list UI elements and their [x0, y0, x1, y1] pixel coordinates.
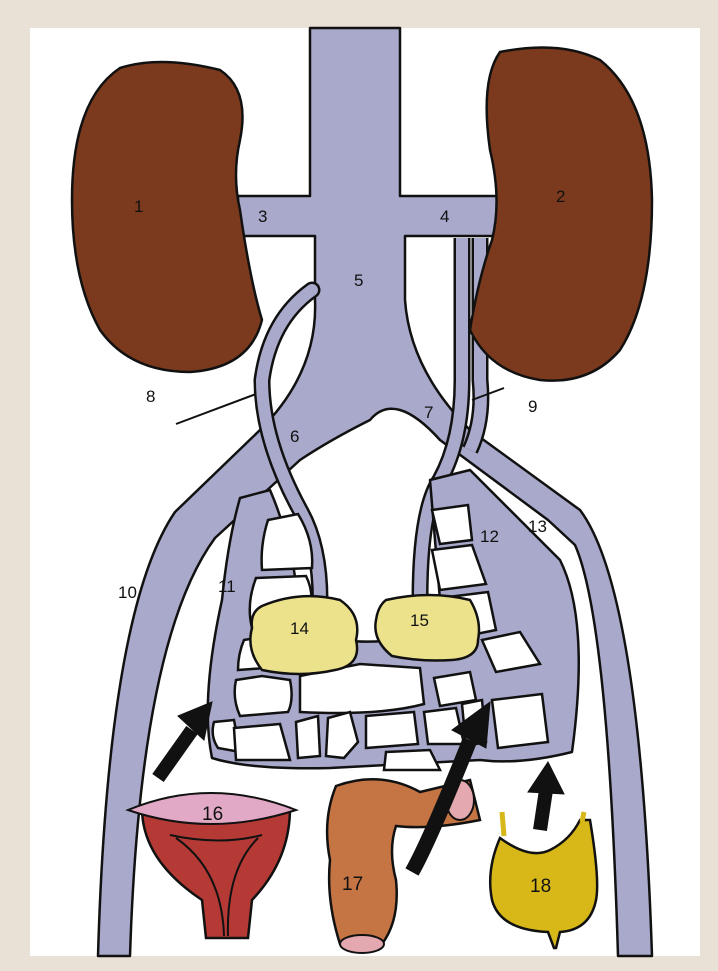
label-2: 2 — [556, 187, 565, 206]
label-1: 1 — [134, 197, 143, 216]
label-14: 14 — [290, 619, 309, 638]
left-kidney — [72, 62, 262, 372]
label-16: 16 — [202, 804, 223, 825]
label-10: 10 — [118, 583, 137, 602]
label-6: 6 — [290, 427, 299, 446]
bladder-ureter-right — [582, 812, 584, 822]
rectum-lumen-bottom — [340, 935, 384, 953]
label-9: 9 — [528, 397, 537, 416]
label-17: 17 — [342, 874, 363, 895]
label-7: 7 — [424, 403, 433, 422]
label-12: 12 — [480, 527, 499, 546]
label-15: 15 — [410, 611, 429, 630]
bladder-ureter-left — [502, 812, 504, 836]
right-kidney — [470, 48, 652, 381]
label-11: 11 — [218, 577, 236, 596]
label-4: 4 — [440, 207, 449, 226]
arrow-bladder — [540, 790, 546, 830]
label-8: 8 — [146, 387, 155, 406]
label-3: 3 — [258, 207, 267, 226]
label-13: 13 — [528, 517, 547, 536]
label-18: 18 — [530, 876, 551, 897]
label-5: 5 — [354, 271, 363, 290]
